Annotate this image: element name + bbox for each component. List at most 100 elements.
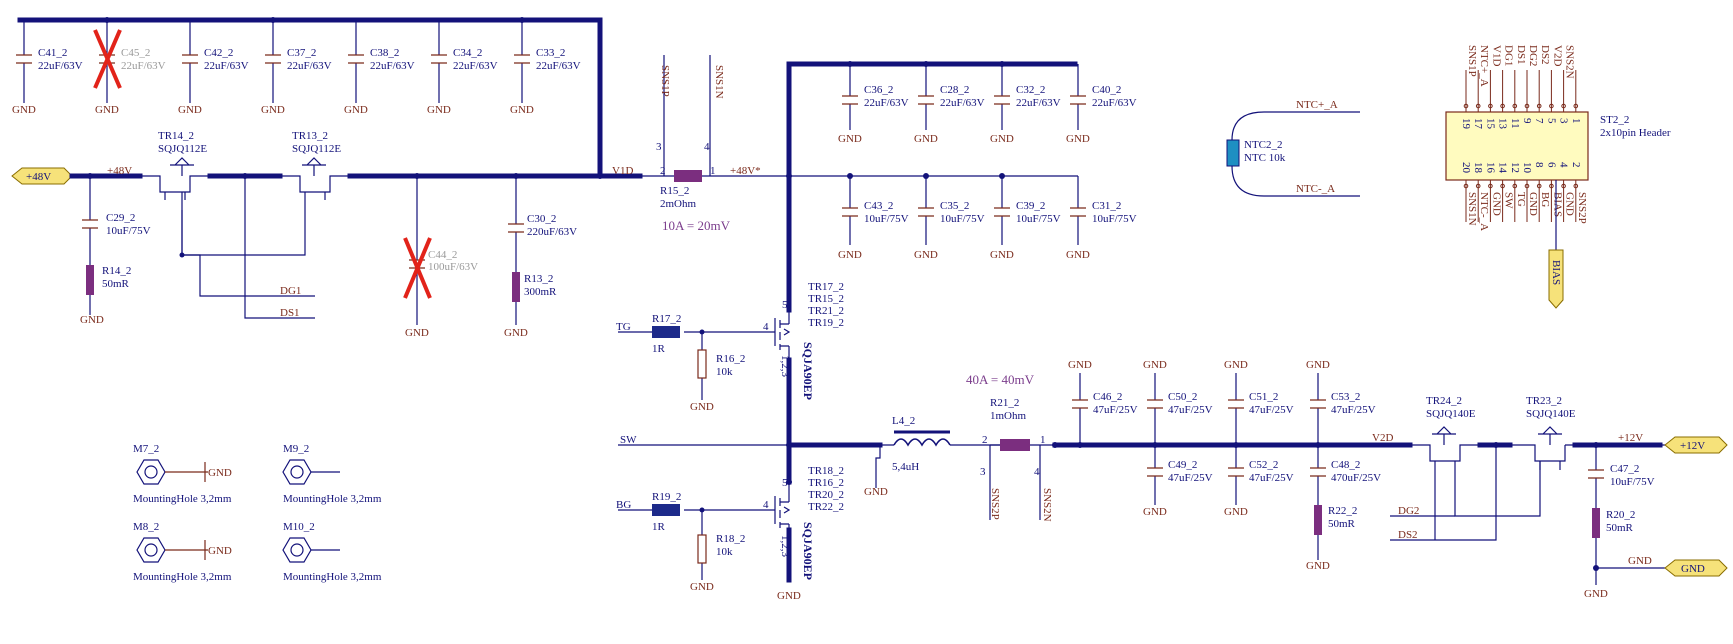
header-pin-label: DS1 (1515, 45, 1527, 65)
gnd-label: GND (80, 314, 104, 326)
cap-value: 22uF/63V (536, 60, 581, 72)
fet-ref: TR14_2 (158, 130, 194, 142)
header-pin-number: 8 (1533, 162, 1545, 168)
cap-value: 47uF/25V (1168, 404, 1213, 416)
shunt-r15: 3 4 2 1 R15_2 2mOhm 10A = 20mV +48V* (640, 55, 789, 233)
header-pin-dot (1549, 103, 1554, 109)
net-label-v2d: V2D (1372, 432, 1393, 444)
res-ref: R18_2 (716, 533, 745, 545)
header-pin-dot (1524, 183, 1530, 189)
net-label-tg: TG (616, 321, 631, 333)
header-pin-label: GND (1490, 192, 1502, 216)
cap-value: 22uF/63V (940, 97, 985, 109)
header-pin-label: SNS1P (1466, 45, 1478, 77)
header-top-pins: 19SNS1P17NTC+_A15V1D13DG111DS19DG27DS25V… (1460, 45, 1582, 130)
header-pin-label: SNS2P (1576, 192, 1588, 224)
cap-value: 47uF/25V (1168, 472, 1213, 484)
cap-ref: C40_2 (1092, 84, 1121, 96)
header-pin-dot (1512, 103, 1518, 109)
fet-ref: TR20_2 (808, 489, 844, 501)
res-value: 1mOhm (990, 410, 1027, 422)
dnp-cross-c45 (93, 29, 122, 89)
cap-value: 22uF/63V (453, 60, 498, 72)
res-value: 2mOhm (660, 198, 697, 210)
out-cap-wires (1072, 373, 1326, 560)
pin-num: 4 (763, 499, 769, 511)
cap-c47: C47_2 10uF/75V R20_2 50mR GND GND (1584, 445, 1665, 600)
bias-port (1548, 249, 1564, 309)
ntc-value: NTC 10k (1244, 152, 1286, 164)
net-label-48v: +48V (107, 165, 132, 177)
gnd-label: GND (914, 133, 938, 145)
net-label-bg: BG (616, 499, 631, 511)
header-pin-number: 16 (1484, 162, 1496, 174)
cap-ref: C34_2 (453, 47, 482, 59)
pin-num: 3 (656, 141, 662, 153)
inductor-l4: L4_2 5,4uH GND (864, 415, 1000, 498)
mosfet-tr13: TR13_2 SQJQ112E (182, 130, 341, 319)
gnd-label: GND (1224, 359, 1248, 371)
fet-value: SQJQ140E (1426, 408, 1476, 420)
header-pin-label: SW (1503, 192, 1515, 209)
res-ref: R15_2 (660, 185, 689, 197)
cap-ref: C37_2 (287, 47, 316, 59)
header-pin-dot (1500, 103, 1505, 109)
fet-value: SQJA90EP (801, 342, 815, 400)
cap-ref: C33_2 (536, 47, 565, 59)
output-port-gnd: GND (1664, 559, 1728, 577)
gnd-label: GND (690, 581, 714, 593)
port-label: +48V (26, 171, 51, 183)
gnd-label: GND (261, 104, 285, 116)
pin-num: 4 (1034, 466, 1040, 478)
mid-cap-wires (786, 61, 1086, 245)
cap-value: 22uF/63V (121, 60, 166, 72)
fet-ref: TR21_2 (808, 305, 844, 317)
cap-value: 10uF/75V (940, 213, 985, 225)
gnd-label: GND (510, 104, 534, 116)
header-pin-label: DG1 (1503, 45, 1515, 66)
ntc-ref: NTC2_2 (1244, 139, 1283, 151)
cap-value: 10uF/75V (864, 213, 909, 225)
gnd-label: GND (990, 249, 1014, 261)
header-pin-number: 3 (1558, 118, 1570, 124)
gnd-label: GND (990, 133, 1014, 145)
header-pin-label: BIAS (1551, 192, 1563, 217)
res-value: 10k (716, 546, 733, 558)
header-pin-number: 6 (1545, 162, 1557, 168)
gnd-label: GND (1306, 359, 1330, 371)
header-value: 2x10pin Header (1600, 127, 1671, 139)
net-label-12v: +12V (1618, 432, 1643, 444)
mounting-holes: M7_2 MountingHole 3,2mm GND M9_2 Mountin… (133, 443, 382, 583)
fet-ref: TR16_2 (808, 477, 844, 489)
hole-value: MountingHole 3,2mm (283, 571, 382, 583)
cap-ref: C31_2 (1092, 200, 1121, 212)
header-pin-label: NTC-_A (1478, 192, 1490, 231)
cap-ref: C46_2 (1093, 391, 1122, 403)
header-pin-dot (1488, 103, 1493, 109)
pin-num: 2 (660, 165, 666, 177)
gnd-label: GND (1066, 133, 1090, 145)
header-pin-dot (1475, 183, 1481, 189)
header-pin-label: GND (1564, 192, 1576, 216)
ind-value: 5,4uH (892, 461, 919, 473)
pin-num: 2 (982, 434, 988, 446)
fet-ref: TR13_2 (292, 130, 328, 142)
gnd-label: GND (914, 249, 938, 261)
gnd-label: GND (1224, 506, 1248, 518)
fet-ref: TR17_2 (808, 281, 844, 293)
hole-m9: M9_2 MountingHole 3,2mm (282, 443, 382, 505)
cap-value: 22uF/63V (38, 60, 83, 72)
hb-bus (786, 61, 1078, 583)
hole-m8: M8_2 MountingHole 3,2mm GND (133, 521, 232, 583)
net-label-dg1: DG1 (280, 285, 301, 297)
